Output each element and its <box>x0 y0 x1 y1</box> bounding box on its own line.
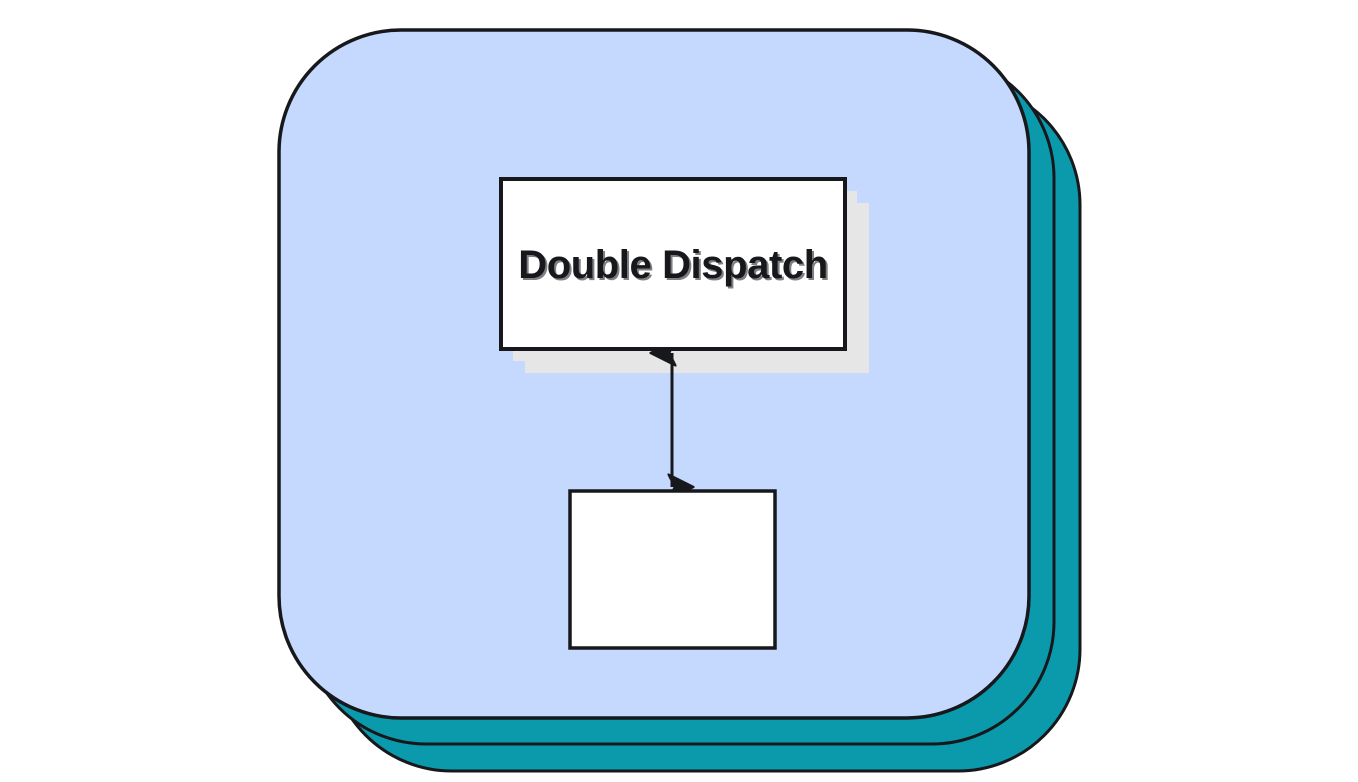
node-double-dispatch[interactable]: Double Dispatch Double Dispatch <box>499 177 847 351</box>
empty-node-box <box>568 489 777 650</box>
double-dispatch-label-shadow: Double Dispatch <box>520 245 830 289</box>
double-dispatch-box <box>499 177 847 351</box>
double-dispatch-label: Double Dispatch <box>518 243 828 287</box>
node-empty[interactable] <box>568 489 777 650</box>
